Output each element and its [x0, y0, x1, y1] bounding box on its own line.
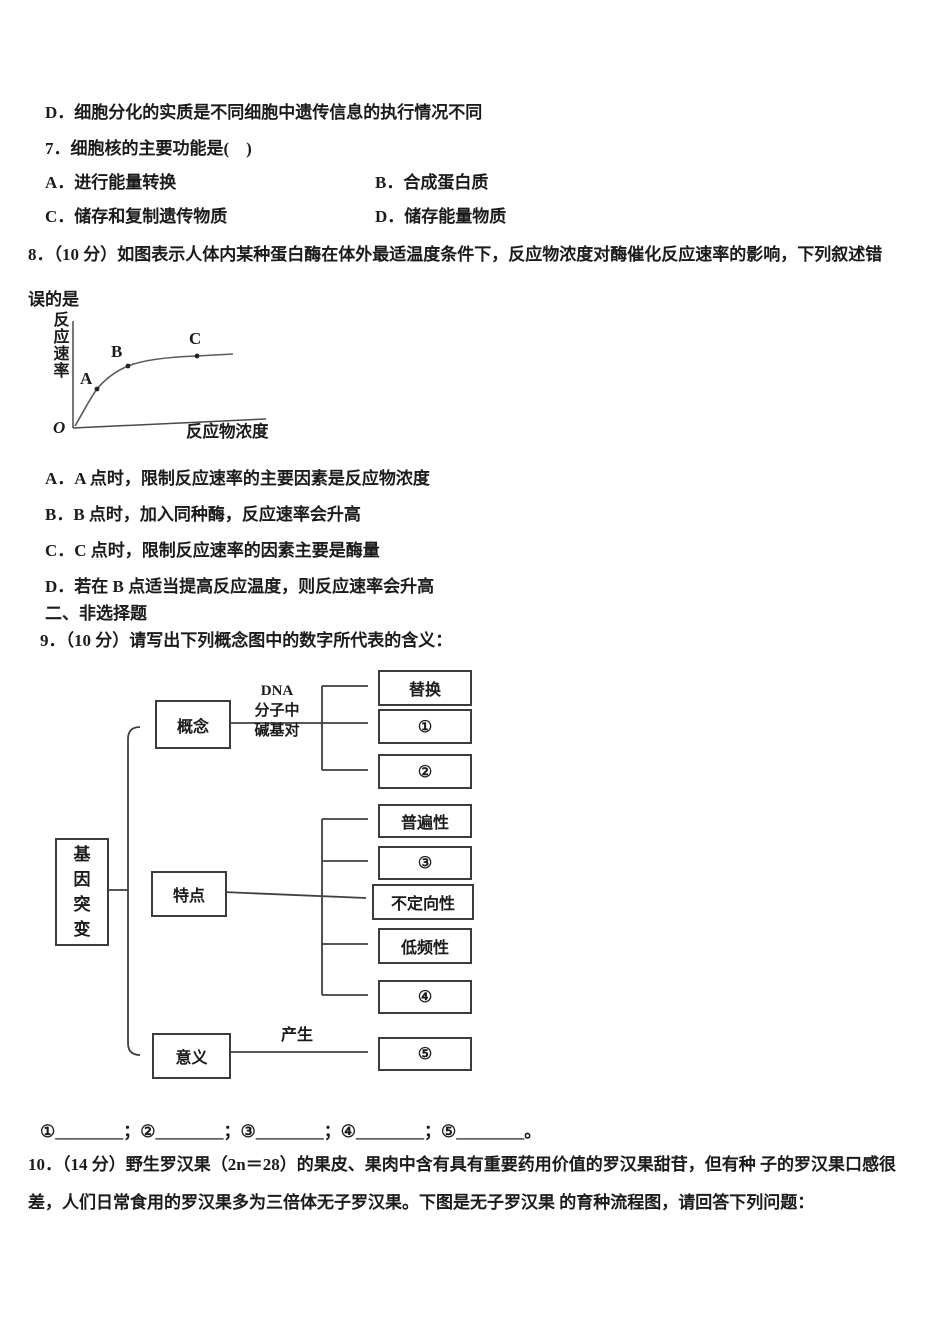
node-gene-mutation: 基因突变: [55, 838, 109, 946]
q8-stem-line1: 8．（10 分）如图表示人体内某种蛋白酶在体外最适温度条件下，反应物浓度对酶催化…: [28, 245, 883, 264]
root-brace: [127, 726, 141, 1056]
chart-y-axis-label: 反应速率: [53, 312, 70, 380]
leaf-low-frequency: 低频性: [378, 928, 472, 964]
q7-stem: 7．细胞核的主要功能是( ): [45, 139, 252, 158]
leaf-universality: 普遍性: [378, 804, 472, 838]
chart-point-b-label: B: [111, 342, 122, 361]
q7-option-b: B．合成蛋白质: [375, 173, 489, 192]
q8-option-d: D．若在 B 点适当提高反应温度，则反应速率会升高: [45, 577, 435, 596]
leaf-blank-1: ①: [378, 709, 472, 744]
chart-x-axis: [72, 418, 267, 429]
chart-point-a-label: A: [80, 369, 93, 388]
concept-edge-label: DNA 分子中 碱基对: [245, 681, 309, 741]
enzyme-rate-chart: A B C O 反应物浓度: [53, 321, 269, 441]
leaf-substitution: 替换: [378, 670, 472, 706]
rate-curve: [74, 353, 234, 427]
chart-x-axis-label: 反应物浓度: [186, 421, 269, 441]
leaf-blank-3: ③: [378, 846, 472, 880]
leaf-blank-4: ④: [378, 980, 472, 1014]
point-b-dot: [125, 363, 131, 369]
chart-origin-label: O: [53, 418, 65, 437]
concept-edge-label-line1: DNA: [260, 683, 294, 699]
chart-point-c-label: C: [189, 329, 201, 348]
q9-answer-line: ①________；②________；③________；④________；…: [40, 1122, 542, 1141]
leaf-blank-5: ⑤: [378, 1037, 472, 1071]
q8-option-c: C．C 点时，限制反应速率的因素主要是酶量: [45, 541, 380, 560]
point-a-dot: [94, 386, 100, 392]
meaning-edge-label: 产生: [281, 1027, 314, 1044]
q7-option-d: D．储存能量物质: [375, 207, 507, 226]
q10-stem-line1: 10．（14 分）野生罗汉果（2n＝28）的果皮、果肉中含有具有重要药用价值的罗…: [28, 1155, 896, 1174]
concept-edge-label-line3: 碱基对: [254, 723, 300, 739]
q7-option-a: A．进行能量转换: [45, 173, 177, 192]
node-feature: 特点: [151, 871, 227, 917]
node-meaning: 意义: [152, 1033, 231, 1079]
q10-stem-line2: 差，人们日常食用的罗汉果多为三倍体无子罗汉果。下图是无子罗汉果 的育种流程图，请…: [28, 1193, 815, 1212]
node-concept: 概念: [155, 700, 231, 749]
q7-option-c: C．储存和复制遗传物质: [45, 207, 228, 226]
section2-title: 二、非选择题: [45, 604, 147, 623]
q6-option-d: D．细胞分化的实质是不同细胞中遗传信息的执行情况不同: [45, 103, 483, 122]
q8-option-b: B．B 点时，加入同种酶，反应速率会升高: [45, 505, 361, 524]
node-gene-mutation-label: 基因突变: [73, 845, 91, 939]
concept-map-connectors: [105, 685, 368, 1056]
concept-edge-label-line2: 分子中: [254, 703, 300, 719]
leaf-non-directionality: 不定向性: [372, 884, 474, 920]
feature-main-arrow: [222, 891, 367, 899]
q8-option-a: A．A 点时，限制反应速率的主要因素是反应物浓度: [45, 469, 430, 488]
q8-stem-line2: 误的是: [28, 290, 79, 309]
leaf-blank-2: ②: [378, 754, 472, 789]
q9-stem: 9．（10 分）请写出下列概念图中的数字所代表的含义：: [40, 631, 453, 650]
point-c-dot: [194, 353, 200, 359]
